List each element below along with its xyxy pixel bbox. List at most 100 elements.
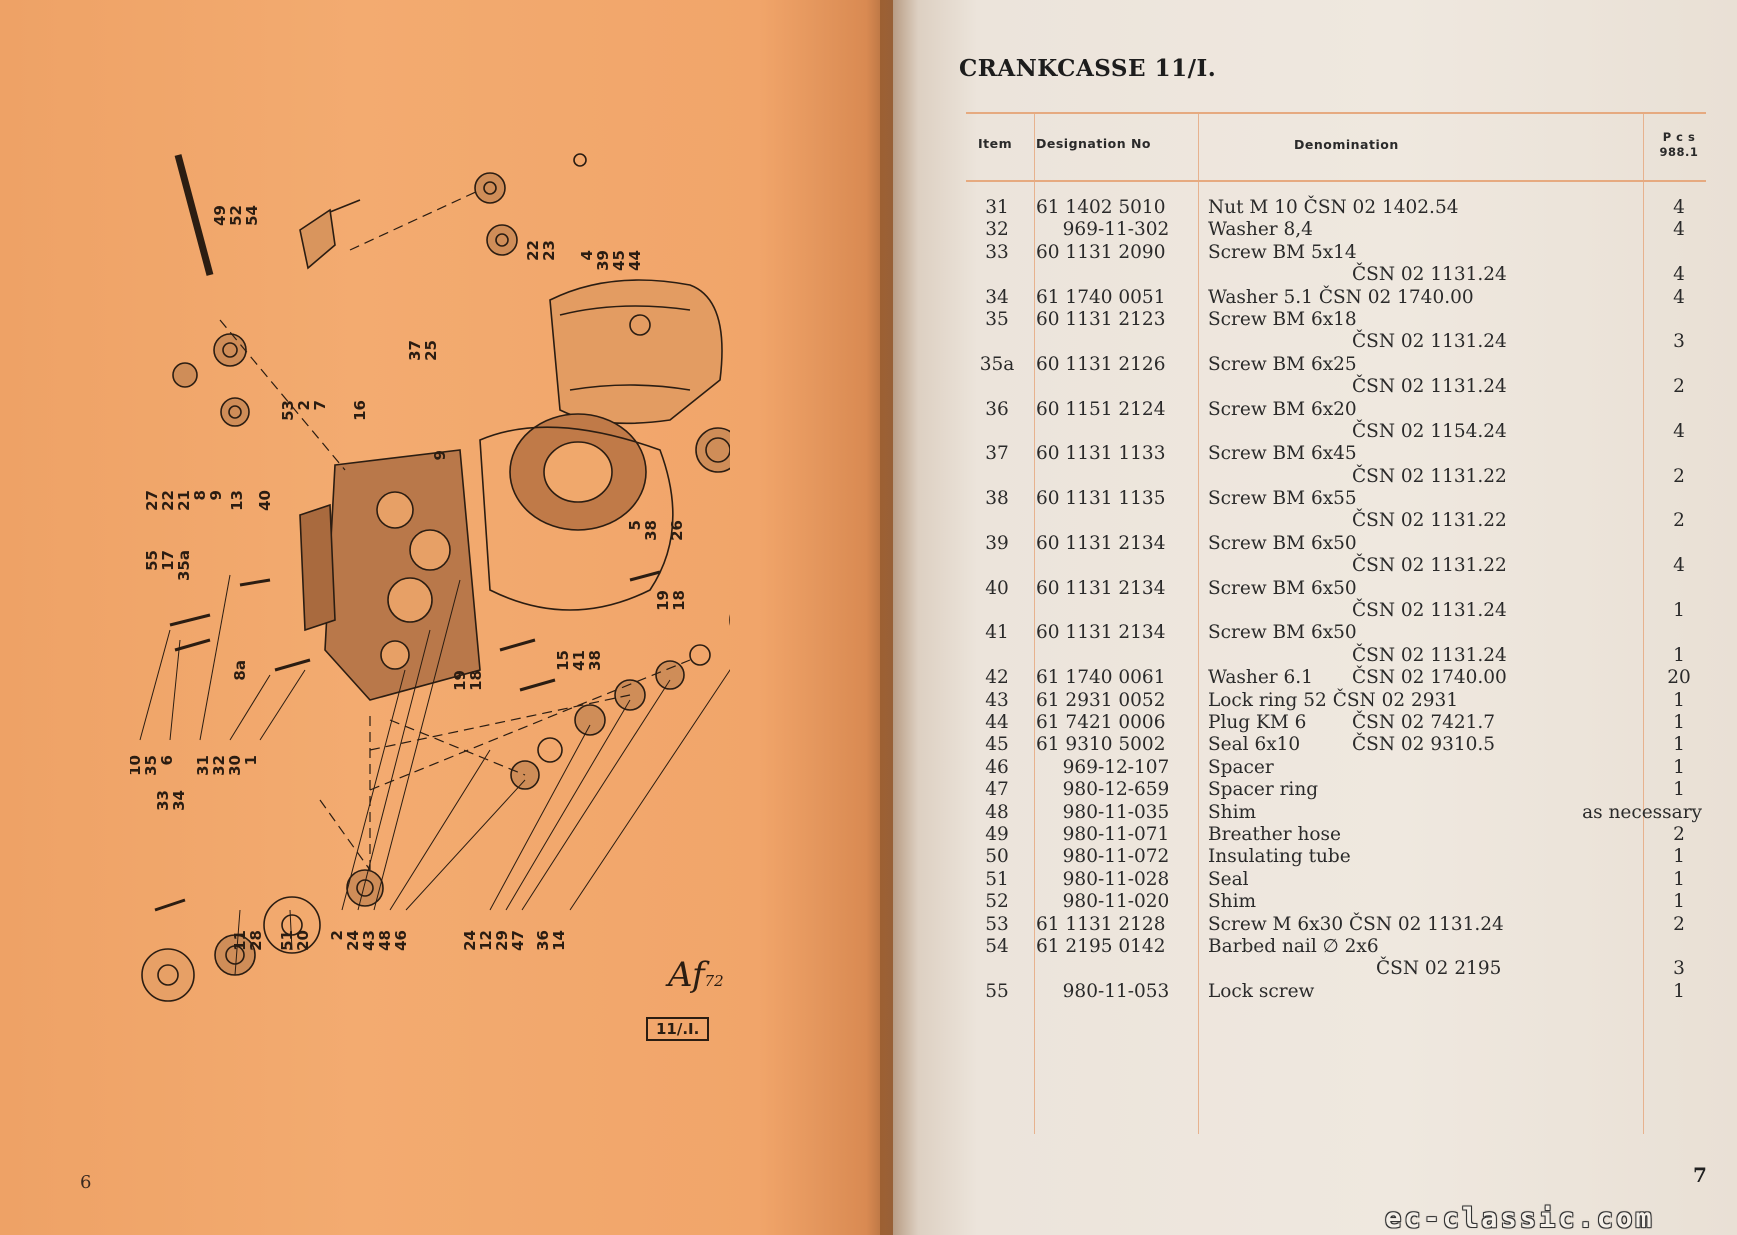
table-row: 40 60 1131 2134 Screw BM 6x50 xyxy=(966,578,1706,600)
row-pcs: 2 xyxy=(1673,823,1685,845)
callout-label: 2 xyxy=(295,400,313,410)
row-designation: 60 1131 2134 xyxy=(1036,577,1166,599)
callout-label: 40 xyxy=(256,490,274,511)
row-designation: 60 1131 2134 xyxy=(1036,532,1166,554)
callout-label: 51 xyxy=(278,930,296,951)
callout-label: 23 xyxy=(540,240,558,261)
callout-label: 48 xyxy=(376,930,394,951)
callout-label: 27 xyxy=(143,490,161,511)
callout-label: 28 xyxy=(247,930,265,951)
exploded-diagram: 4952542223439454437255327162722218913405… xyxy=(130,153,730,1002)
header-designation: Designation No xyxy=(1036,136,1152,151)
row-item: 41 xyxy=(985,622,1009,644)
row-standard: ČSN 02 7421.7 xyxy=(1352,711,1496,733)
row-pcs: 2 xyxy=(1673,465,1685,487)
callout-label: 26 xyxy=(668,520,686,541)
row-item: 39 xyxy=(985,532,1009,554)
callout-label: 19 xyxy=(654,590,672,611)
signature-text: Af xyxy=(668,955,705,995)
row-item: 34 xyxy=(985,286,1009,308)
row-item: 52 xyxy=(985,891,1009,913)
column-divider xyxy=(1198,114,1199,1134)
row-pcs: 1 xyxy=(1673,846,1685,868)
row-item: 49 xyxy=(985,823,1009,845)
callout-label: 18 xyxy=(467,670,485,691)
row-standard: ČSN 02 9310.5 xyxy=(1352,734,1496,756)
callout-label: 30 xyxy=(226,755,244,776)
header-item: Item xyxy=(978,136,1013,151)
row-denomination: Screw BM 6x50 xyxy=(1208,577,1357,599)
callout-label: 52 xyxy=(227,205,245,226)
row-item: 43 xyxy=(985,689,1009,711)
callout-label: 2 xyxy=(328,930,346,940)
callout-label: 29 xyxy=(493,930,511,951)
row-denomination: Screw BM 6x20 xyxy=(1208,398,1357,420)
row-designation: 980-11-053 xyxy=(1062,980,1170,1002)
row-standard: ČSN 02 1154.24 xyxy=(1352,420,1507,442)
callout-label: 38 xyxy=(642,520,660,541)
callout-label: 15 xyxy=(554,650,572,671)
row-item: 47 xyxy=(985,779,1009,801)
callout-label: 8a xyxy=(231,660,249,681)
row-standard: ČSN 02 1131.22 xyxy=(1352,555,1507,577)
row-pcs: 4 xyxy=(1673,197,1685,218)
page-title: CRANKCASSE 11/I. xyxy=(959,55,1217,82)
row-pcs: 4 xyxy=(1673,555,1685,577)
callout-label: 45 xyxy=(610,250,628,271)
callout-label: 19 xyxy=(451,670,469,691)
callout-label: 1 xyxy=(242,755,260,765)
row-designation: 969-12-107 xyxy=(1062,756,1170,778)
row-pcs: 1 xyxy=(1673,756,1685,778)
row-item: 37 xyxy=(985,443,1009,465)
callout-label: 49 xyxy=(211,205,229,226)
row-designation: 61 1402 5010 xyxy=(1036,197,1166,218)
callout-label: 41 xyxy=(570,650,588,671)
row-denomination: Screw BM 6x50 xyxy=(1208,622,1357,644)
callout-label: 39 xyxy=(594,250,612,271)
callout-label: 9 xyxy=(207,490,225,500)
row-denomination: Screw M 6x30 ČSN 02 1131.24 xyxy=(1208,913,1504,935)
callout-label: 25 xyxy=(422,340,440,361)
callout-label: 32 xyxy=(210,755,228,776)
row-denomination: Screw BM 6x45 xyxy=(1208,443,1357,465)
callout-label: 35a xyxy=(175,550,193,581)
row-item: 44 xyxy=(985,711,1009,733)
callout-label: 33 xyxy=(154,790,172,811)
row-denomination: Shim xyxy=(1208,801,1257,823)
row-item: 40 xyxy=(985,577,1009,599)
row-designation: 61 1131 2128 xyxy=(1036,913,1166,935)
row-designation: 980-11-020 xyxy=(1062,891,1170,913)
breather-hose-part xyxy=(174,154,214,276)
callout-label: 6 xyxy=(158,755,176,765)
callout-label: 35 xyxy=(142,755,160,776)
row-designation: 60 1131 2123 xyxy=(1036,308,1166,330)
row-denomination: Screw BM 5x14 xyxy=(1208,241,1357,263)
row-denomination: Seal xyxy=(1208,868,1249,890)
callout-label: 46 xyxy=(392,930,410,951)
callout-label: 9 xyxy=(431,450,449,460)
row-designation: 60 1131 1133 xyxy=(1036,443,1166,465)
callout-label: 16 xyxy=(351,400,369,421)
row-pcs: as necessary xyxy=(1582,801,1702,823)
row-designation: 60 1151 2124 xyxy=(1036,398,1166,420)
row-item: 36 xyxy=(985,398,1009,420)
crankcase-upper-half xyxy=(549,279,723,425)
right-page xyxy=(893,0,1737,1235)
header-denomination: Denomination xyxy=(1294,137,1399,152)
callout-label: 31 xyxy=(194,755,212,776)
row-pcs: 4 xyxy=(1673,420,1685,442)
row-designation: 980-11-072 xyxy=(1062,846,1170,868)
row-denomination: Washer 6.1 xyxy=(1208,667,1313,689)
